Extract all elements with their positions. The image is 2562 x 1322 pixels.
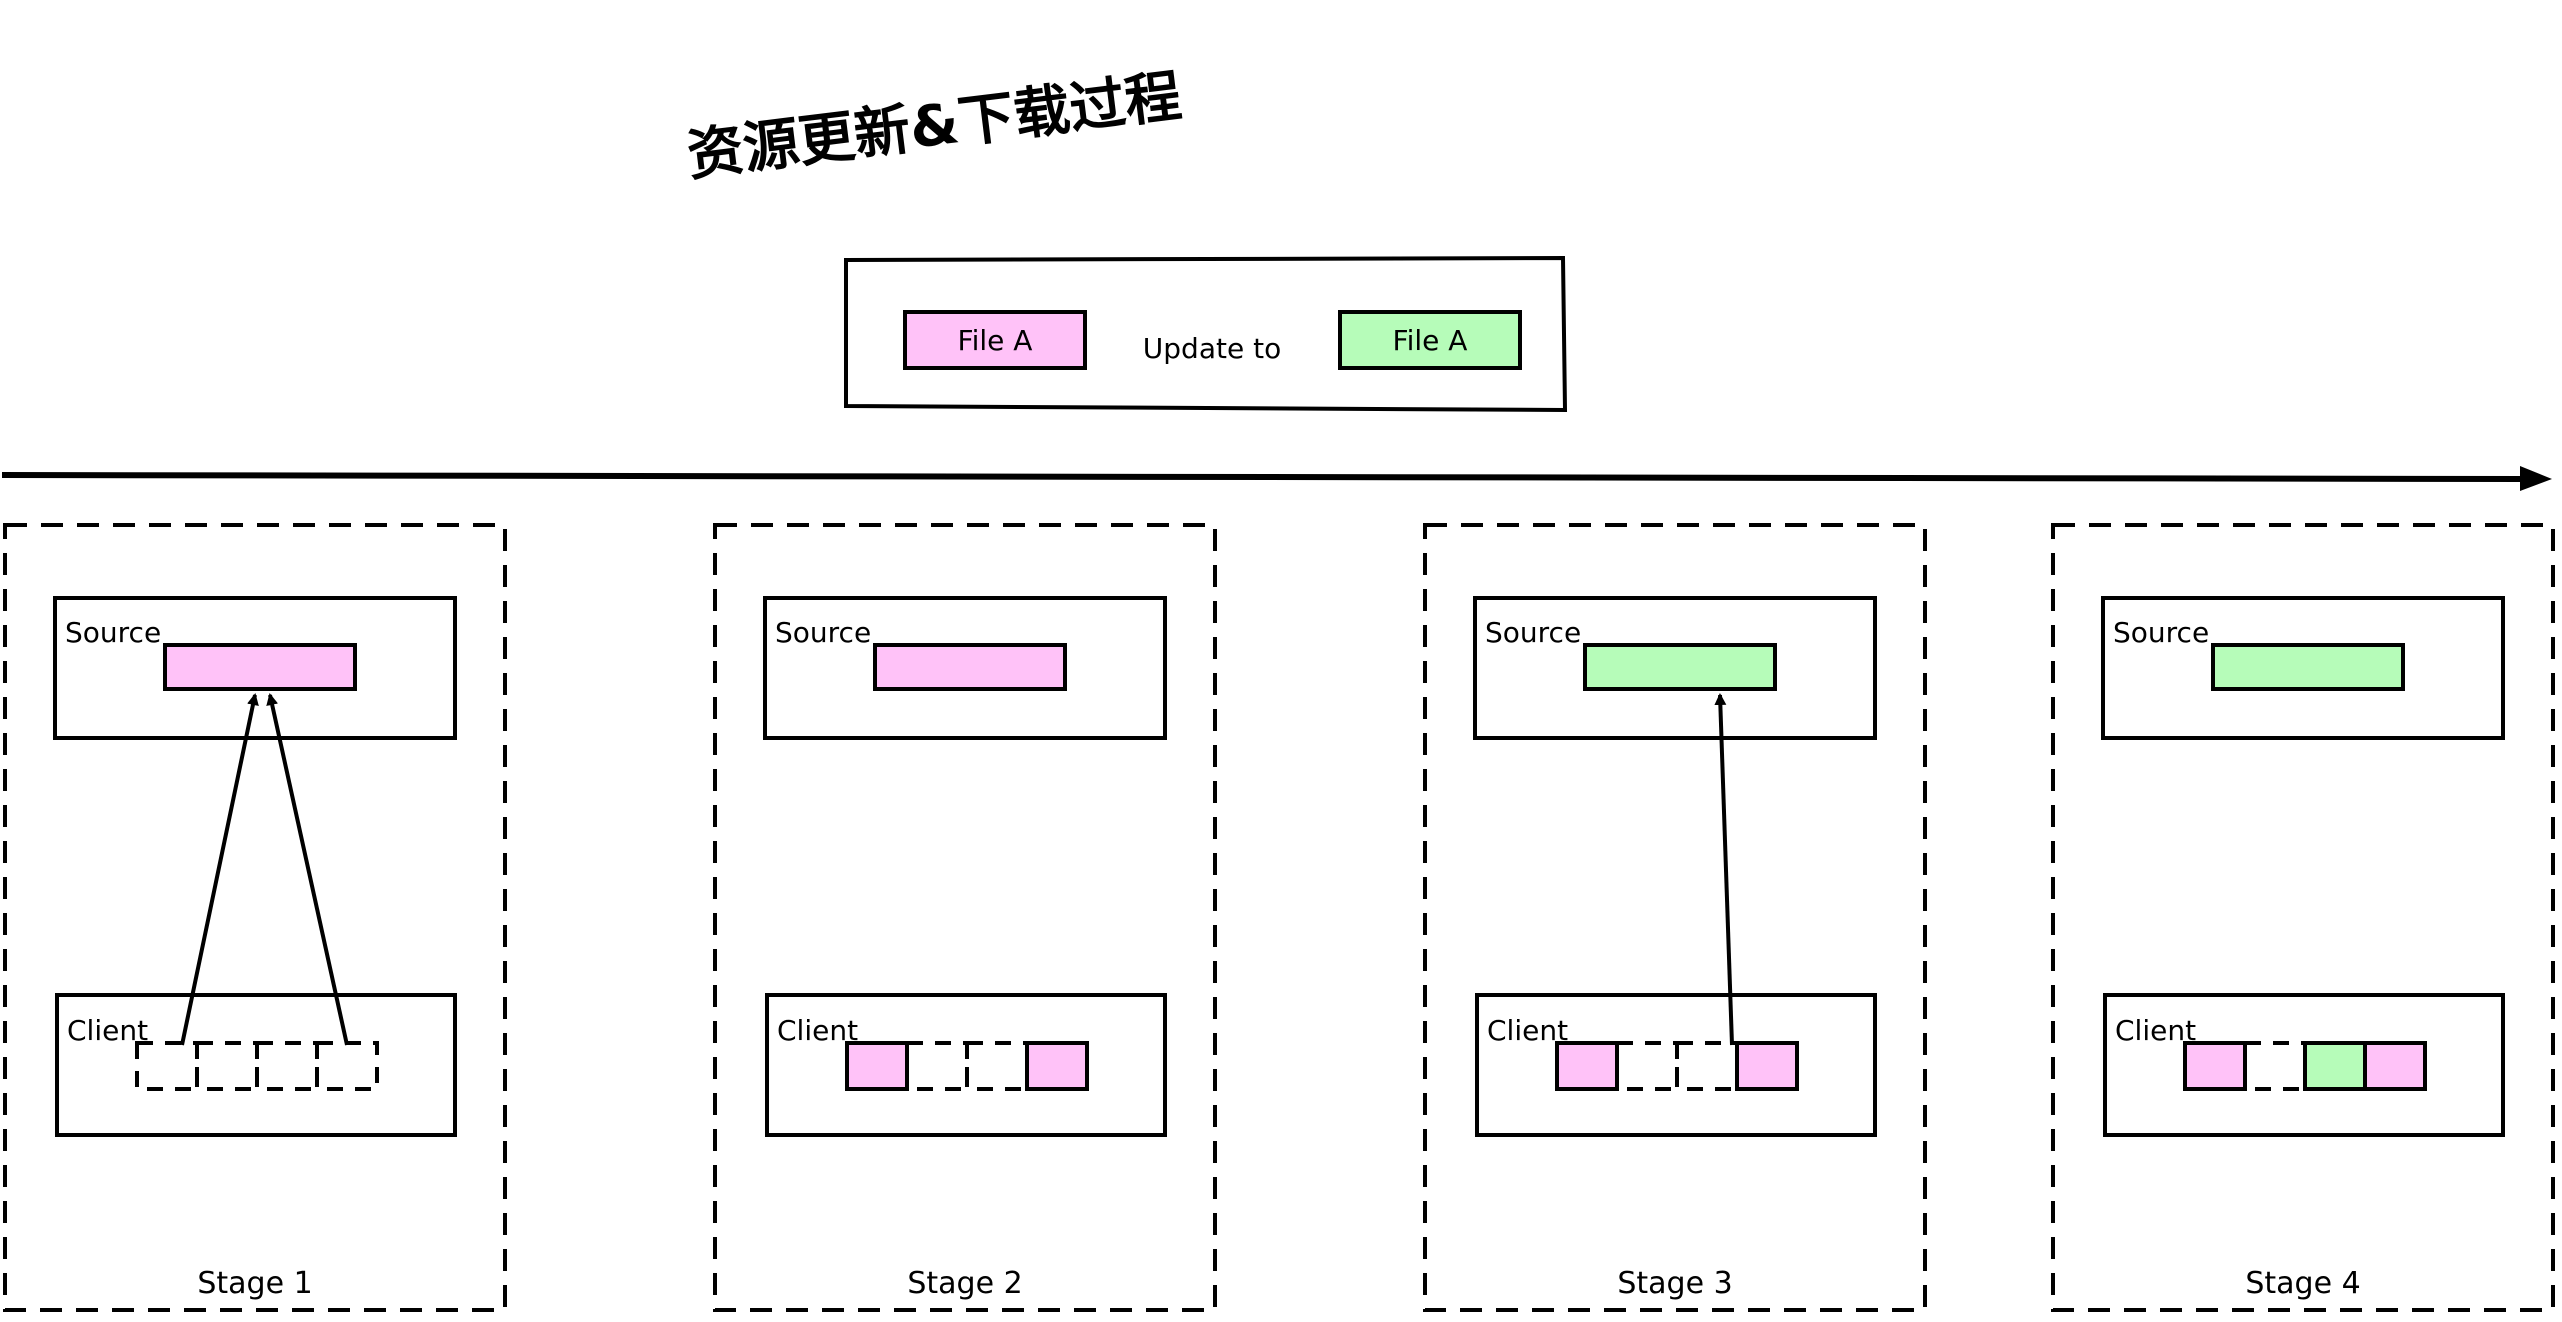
client-chunk-old — [845, 1041, 909, 1091]
stage-frame — [3, 523, 507, 1312]
source-file — [873, 643, 1067, 691]
stage-label: Stage 3 — [1617, 1266, 1732, 1301]
client-chunk-empty — [1615, 1041, 1679, 1091]
client-chunk-empty — [255, 1041, 319, 1091]
client-box — [765, 993, 1167, 1137]
source-box — [53, 596, 457, 740]
source-box — [1473, 596, 1877, 740]
stage-frame — [1423, 523, 1927, 1312]
client-box — [1475, 993, 1877, 1137]
client-chunk-empty — [965, 1041, 1029, 1091]
stage-label: Stage 1 — [197, 1266, 312, 1301]
client-label: Client — [2115, 1014, 2196, 1047]
legend-old-file: File A — [903, 310, 1087, 370]
legend-new-file-rect — [1338, 310, 1522, 370]
client-chunk-new — [2303, 1041, 2367, 1091]
client-chunk-old — [1555, 1041, 1619, 1091]
source-file — [1583, 643, 1777, 691]
stage-frame — [2051, 523, 2555, 1312]
timeline-arrowhead — [2520, 466, 2552, 491]
request-arrow — [180, 693, 259, 1046]
source-box — [2101, 596, 2505, 740]
source-box — [763, 596, 1167, 740]
client-chunk-empty — [315, 1041, 379, 1091]
client-chunk-empty — [905, 1041, 969, 1091]
client-chunk-old — [2363, 1041, 2427, 1091]
client-chunk-empty — [135, 1041, 199, 1091]
stage-frame — [713, 523, 1217, 1312]
legend-update-text: Update to — [1143, 332, 1281, 365]
stage-label: Stage 4 — [2245, 1266, 2360, 1301]
stage-label: Stage 2 — [907, 1266, 1022, 1301]
source-label: Source — [2113, 616, 2209, 649]
legend-old-file-rect — [903, 310, 1087, 370]
client-box — [55, 993, 457, 1137]
legend-new-file-label: File A — [1393, 324, 1468, 357]
timeline-arrow — [1, 472, 2521, 482]
source-label: Source — [65, 616, 161, 649]
client-label: Client — [1487, 1014, 1568, 1047]
request-arrow — [266, 693, 349, 1046]
legend-box: File A Update to File A — [844, 255, 1568, 413]
source-file — [163, 643, 357, 691]
client-chunk-old — [1025, 1041, 1089, 1091]
source-file — [2211, 643, 2405, 691]
source-label: Source — [775, 616, 871, 649]
diagram-title: 资源更新&下载过程 — [684, 64, 1185, 189]
client-box — [2103, 993, 2505, 1137]
client-chunk-old — [2183, 1041, 2247, 1091]
client-chunk-empty — [195, 1041, 259, 1091]
request-arrow — [1714, 693, 1734, 1046]
source-label: Source — [1485, 616, 1581, 649]
legend-new-file: File A — [1338, 310, 1522, 370]
client-label: Client — [777, 1014, 858, 1047]
client-chunk-empty — [1675, 1041, 1739, 1091]
client-label: Client — [67, 1014, 148, 1047]
client-chunk-old — [1735, 1041, 1799, 1091]
client-chunk-empty — [2243, 1041, 2307, 1091]
legend-old-file-label: File A — [958, 324, 1033, 357]
